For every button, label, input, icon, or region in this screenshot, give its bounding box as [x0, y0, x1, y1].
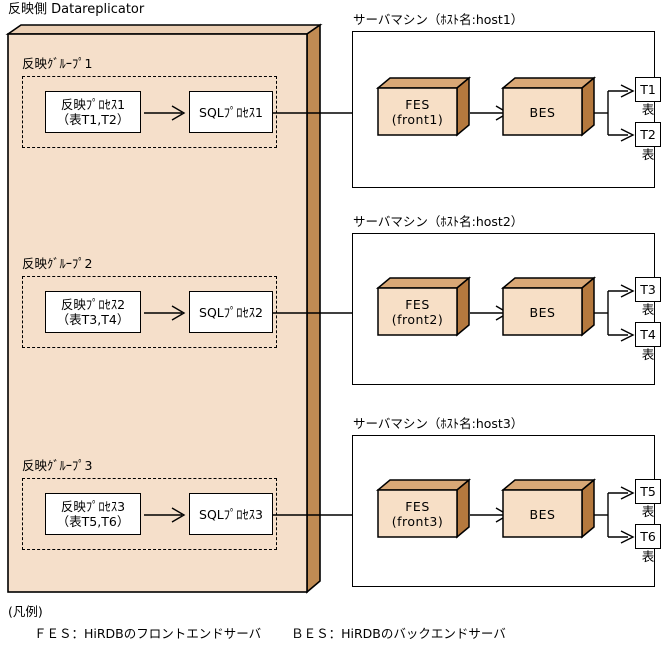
replication-process-name-3: 反映ﾌﾟﾛｾｽ3	[60, 499, 126, 514]
fes-id-1: (front1)	[391, 112, 444, 127]
replication-process-box-3: 反映ﾌﾟﾛｾｽ3 （表T5,T6）	[45, 493, 141, 535]
fes-cube-1: FES (front1)	[375, 76, 472, 137]
table-name-t3: T3	[640, 281, 656, 297]
table-name-t4: T4	[640, 326, 656, 342]
fes-cube-2: FES (front2)	[375, 276, 472, 337]
branch-bes-to-tables-2	[594, 284, 635, 342]
table-caption-t4: 表	[641, 347, 655, 362]
bes-cube-1: BES	[500, 76, 597, 137]
fes-id-3: (front3)	[391, 514, 444, 529]
replication-group-1	[22, 76, 277, 148]
group-label-3: 反映ｸﾞﾙｰﾌﾟ3	[22, 458, 93, 473]
table-caption-t3: 表	[641, 302, 655, 317]
server-title-1: サーバマシン（ﾎｽﾄ名:host1）	[353, 12, 524, 27]
sql-process-box-3: SQLﾌﾟﾛｾｽ3	[189, 493, 273, 535]
server-title-2: サーバマシン（ﾎｽﾄ名:host2）	[353, 214, 524, 229]
replication-process-tables-1: （表T1,T2）	[56, 112, 130, 127]
replication-group-2	[22, 276, 277, 348]
replication-process-name-2: 反映ﾌﾟﾛｾｽ2	[60, 297, 126, 312]
replication-process-tables-3: （表T5,T6）	[56, 514, 130, 529]
bes-label-3: BES	[503, 490, 582, 538]
bes-cube-3d-3	[500, 478, 597, 539]
fes-name-3: FES	[405, 499, 430, 514]
sql-process-name-2: SQLﾌﾟﾛｾｽ2	[199, 304, 263, 320]
table-box-t6: T6	[635, 524, 661, 549]
fes-cube-3: FES (front3)	[375, 478, 472, 539]
table-caption-t5: 表	[641, 504, 655, 519]
fes-cube-3d-2	[375, 276, 472, 337]
sql-process-box-1: SQLﾌﾟﾛｾｽ1	[189, 91, 273, 133]
sql-process-name-3: SQLﾌﾟﾛｾｽ3	[199, 506, 263, 522]
table-caption-t2: 表	[641, 147, 655, 162]
branch-bes-to-tables-1	[594, 84, 635, 142]
legend-bes-entry: ＢＥＳ：HiRDBのバックエンドサーバ	[291, 626, 506, 641]
legend-fes-entry: ＦＥＳ：HiRDBのフロントエンドサーバ	[34, 626, 262, 641]
fes-id-2: (front2)	[391, 312, 444, 327]
group-label-2: 反映ｸﾞﾙｰﾌﾟ2	[22, 256, 93, 271]
fes-cube-3d-3	[375, 478, 472, 539]
replication-process-tables-2: （表T3,T4）	[56, 312, 130, 327]
sql-process-box-2: SQLﾌﾟﾛｾｽ2	[189, 291, 273, 333]
fes-label-2: FES (front2)	[378, 288, 457, 336]
bes-name-2: BES	[529, 304, 556, 320]
table-name-t6: T6	[640, 528, 656, 544]
group-label-1: 反映ｸﾞﾙｰﾌﾟ1	[22, 56, 93, 71]
replication-group-3	[22, 478, 277, 550]
table-name-t1: T1	[640, 81, 656, 97]
table-box-t2: T2	[635, 122, 661, 147]
table-box-t4: T4	[635, 322, 661, 347]
server-title-3: サーバマシン（ﾎｽﾄ名:host3）	[353, 416, 524, 431]
arrow-process-to-sql-3	[144, 507, 186, 523]
fes-label-1: FES (front1)	[378, 88, 457, 136]
table-name-t5: T5	[640, 483, 656, 499]
fes-cube-3d-1	[375, 76, 472, 137]
bes-cube-3: BES	[500, 478, 597, 539]
arrow-process-to-sql-1	[144, 105, 186, 121]
table-name-t2: T2	[640, 126, 656, 142]
legend: ＦＥＳ：HiRDBのフロントエンドサーバ ＢＥＳ：HiRDBのバックエンドサーバ	[34, 626, 506, 642]
fes-name-1: FES	[405, 97, 430, 112]
replication-process-box-1: 反映ﾌﾟﾛｾｽ1 （表T1,T2）	[45, 91, 141, 133]
bes-name-1: BES	[529, 104, 556, 120]
bes-name-3: BES	[529, 506, 556, 522]
bes-cube-3d-1	[500, 76, 597, 137]
bes-label-1: BES	[503, 88, 582, 136]
bes-label-2: BES	[503, 288, 582, 336]
table-caption-t6: 表	[641, 549, 655, 564]
replication-process-box-2: 反映ﾌﾟﾛｾｽ2 （表T3,T4）	[45, 291, 141, 333]
replication-process-name-1: 反映ﾌﾟﾛｾｽ1	[60, 97, 126, 112]
legend-heading: (凡例)	[8, 604, 43, 619]
branch-bes-to-tables-3	[594, 486, 635, 544]
bes-cube-3d-2	[500, 276, 597, 337]
page-title: 反映側 Datareplicator	[8, 2, 145, 17]
bes-cube-2: BES	[500, 276, 597, 337]
table-caption-t1: 表	[641, 102, 655, 117]
table-box-t3: T3	[635, 277, 661, 302]
fes-name-2: FES	[405, 297, 430, 312]
sql-process-name-1: SQLﾌﾟﾛｾｽ1	[199, 104, 263, 120]
fes-label-3: FES (front3)	[378, 490, 457, 538]
arrow-process-to-sql-2	[144, 305, 186, 321]
table-box-t1: T1	[635, 77, 661, 102]
table-box-t5: T5	[635, 479, 661, 504]
